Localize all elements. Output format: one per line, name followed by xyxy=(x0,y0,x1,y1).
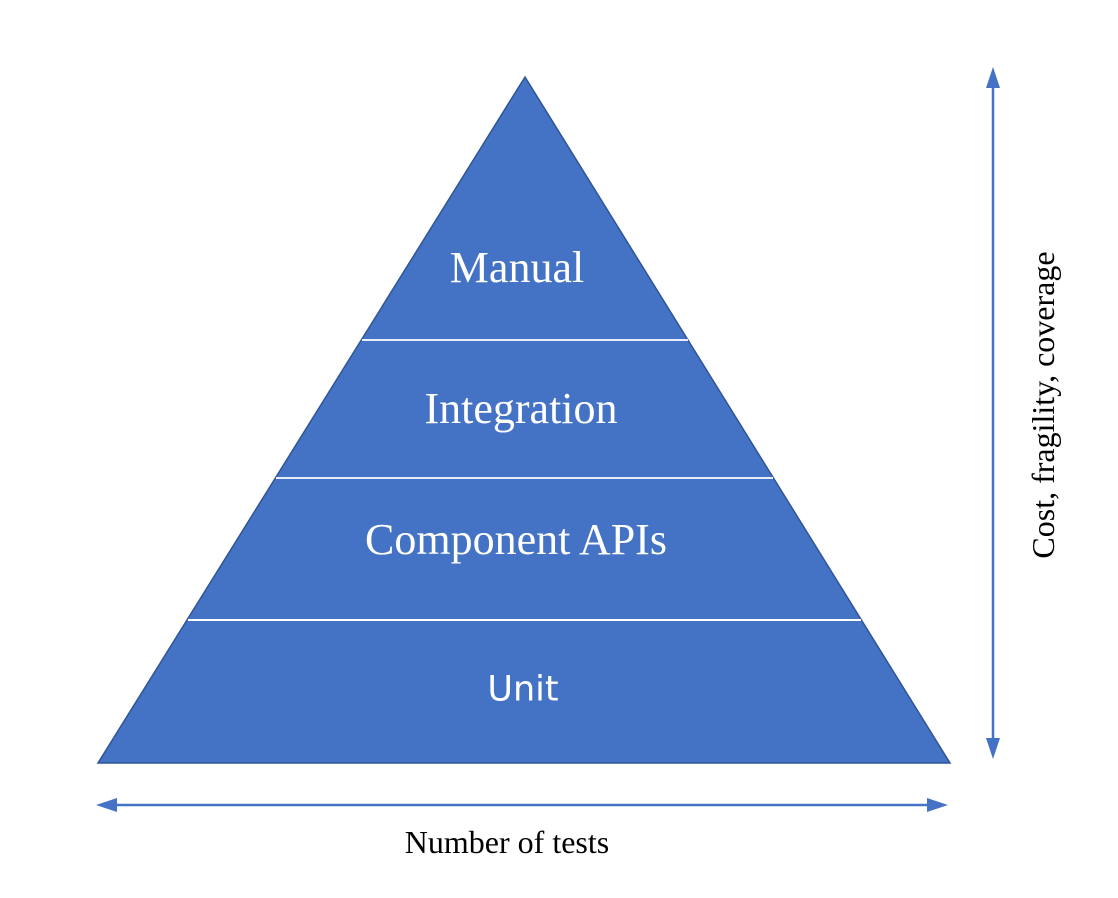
arrowhead-left-icon xyxy=(96,798,117,812)
y-axis-label: Cost, fragility, coverage xyxy=(1025,251,1061,559)
layer-label-component-apis: Component APIs xyxy=(365,515,667,564)
layer-label-unit: Unit xyxy=(487,669,559,710)
arrowhead-down-icon xyxy=(986,738,1000,759)
vertical-axis-arrow xyxy=(986,67,1000,759)
horizontal-axis-arrow xyxy=(96,798,948,812)
layer-label-integration: Integration xyxy=(424,384,618,433)
layer-label-manual: Manual xyxy=(449,243,585,292)
arrowhead-up-icon xyxy=(986,67,1000,88)
arrowhead-right-icon xyxy=(927,798,948,812)
x-axis-label: Number of tests xyxy=(404,824,610,860)
pyramid-shape xyxy=(96,75,952,764)
